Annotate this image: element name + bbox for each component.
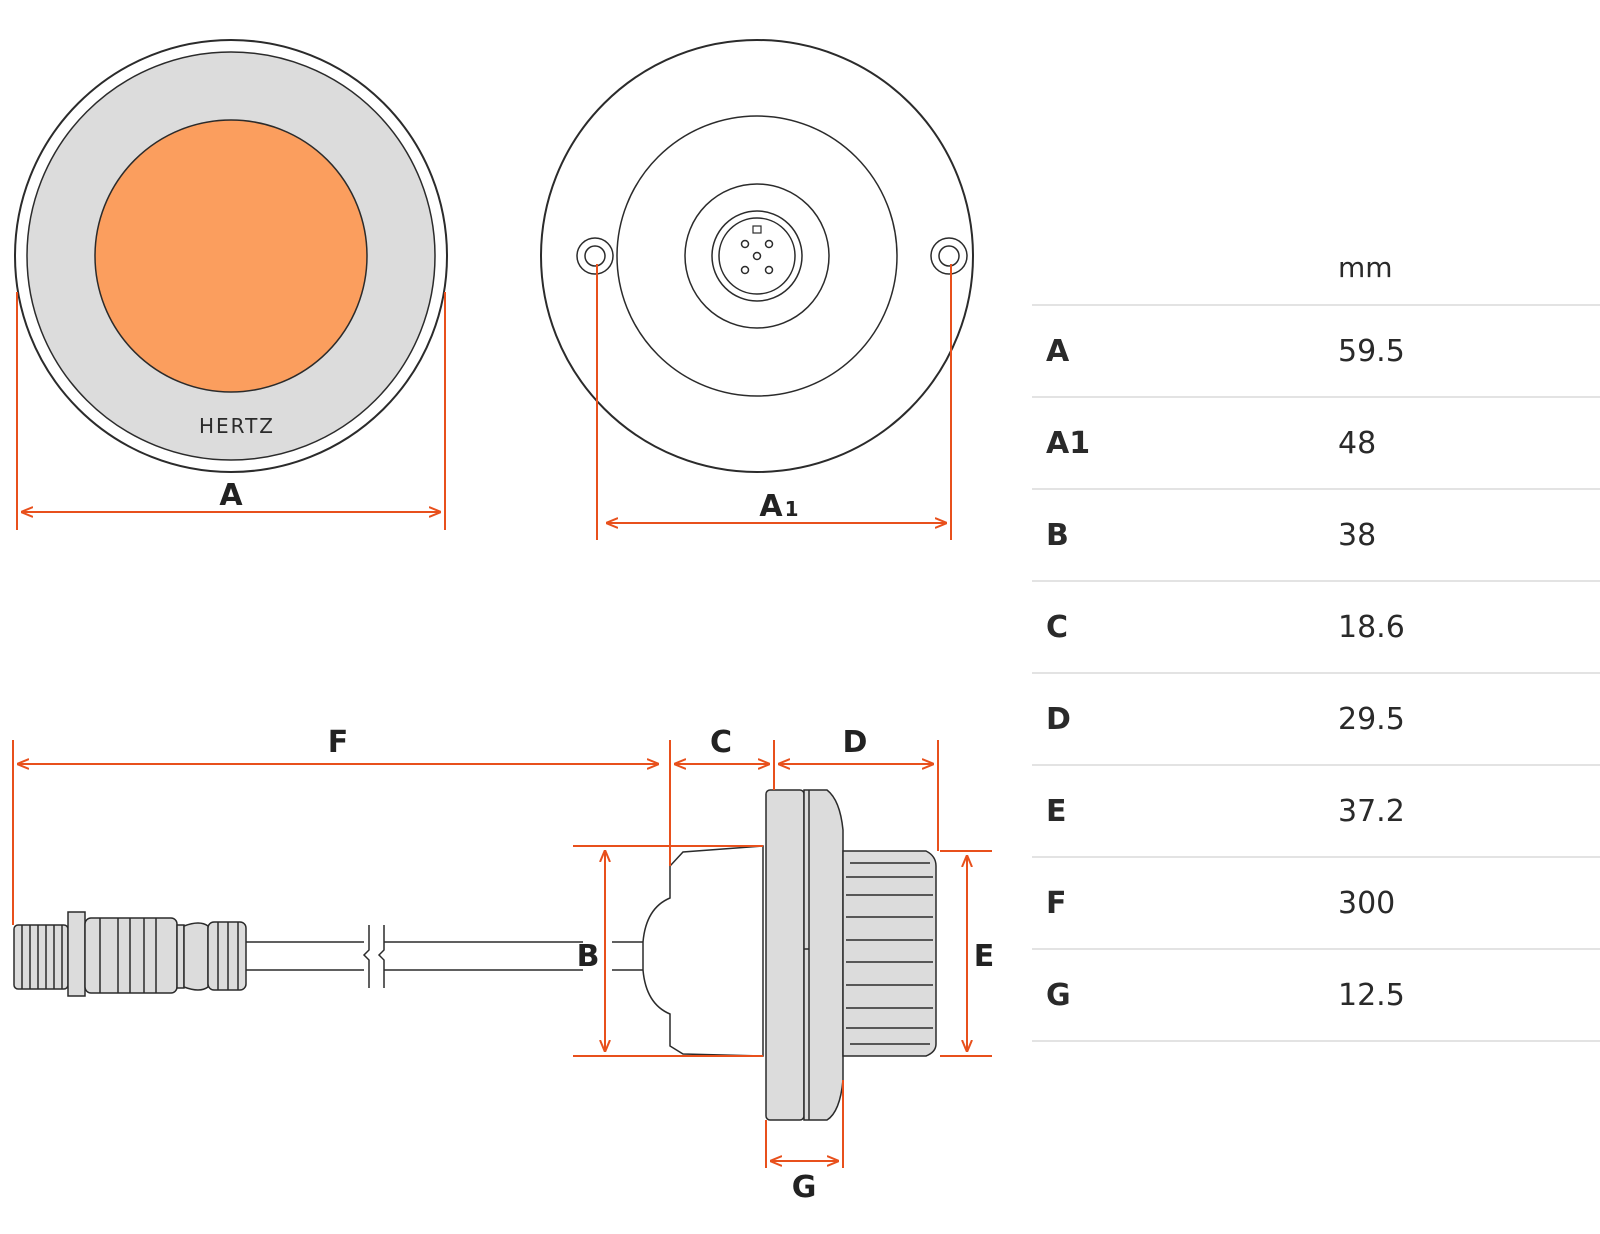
spec-label: E — [1046, 793, 1067, 829]
spec-row-g: G 12.5 — [1032, 950, 1600, 1042]
cable-connector — [13, 911, 247, 997]
spec-label: D — [1046, 701, 1071, 737]
spec-value: 29.5 — [1338, 701, 1405, 737]
dimension-e: E — [940, 850, 995, 1057]
speaker-cone — [94, 119, 368, 393]
dimension-label-a1-sub: 1 — [785, 497, 799, 521]
mounting-flange — [765, 789, 805, 1121]
dimension-g: G — [765, 1080, 844, 1205]
dimension-label-g: G — [792, 1170, 817, 1205]
spec-table: mm A 59.5 A1 48 B 38 C 18.6 D 29.5 E 37.… — [1032, 230, 1600, 1042]
spec-row-d: D 29.5 — [1032, 674, 1600, 766]
dimension-f: F — [12, 725, 658, 925]
side-view — [13, 789, 937, 1121]
brand-logo: HERTZ — [199, 414, 275, 438]
spec-value: 12.5 — [1338, 977, 1405, 1013]
dimension-label-c: C — [710, 725, 732, 760]
dimension-a: A — [16, 292, 446, 530]
dimension-label-e: E — [974, 939, 995, 974]
front-bezel — [803, 789, 844, 1121]
dimension-label-d: D — [843, 725, 868, 760]
dimension-b: B — [573, 845, 763, 1057]
spec-value: 18.6 — [1338, 609, 1405, 645]
spec-value: 38 — [1338, 517, 1377, 553]
dimension-c: C — [669, 725, 769, 866]
spec-value: 37.2 — [1338, 793, 1405, 829]
mounting-hole-left — [576, 237, 614, 275]
front-view: HERTZ — [14, 39, 448, 473]
connector-pins — [740, 239, 774, 275]
dimension-label-f: F — [328, 725, 349, 760]
mounting-hole-right — [930, 237, 968, 275]
front-grille — [842, 850, 937, 1057]
dimension-label-b: B — [577, 939, 600, 974]
dimension-d: D — [773, 725, 939, 851]
spec-label: B — [1046, 517, 1069, 553]
spec-row-f: F 300 — [1032, 858, 1600, 950]
spec-table-header: mm — [1032, 230, 1600, 306]
spec-label: A1 — [1046, 425, 1091, 461]
rear-view — [540, 39, 974, 473]
spec-row-a: A 59.5 — [1032, 306, 1600, 398]
spec-row-a1: A1 48 — [1032, 398, 1600, 490]
spec-value: 48 — [1338, 425, 1377, 461]
rear-housing — [642, 845, 764, 1057]
spec-label: G — [1046, 977, 1071, 1013]
spec-row-c: C 18.6 — [1032, 582, 1600, 674]
spec-label: A — [1046, 333, 1070, 369]
dimension-label-a: A — [219, 478, 243, 513]
spec-label: F — [1046, 885, 1067, 921]
spec-value: 59.5 — [1338, 333, 1405, 369]
dimension-label-a1-main: A — [759, 489, 783, 524]
spec-value: 300 — [1338, 885, 1396, 921]
spec-row-e: E 37.2 — [1032, 766, 1600, 858]
unit-header: mm — [1338, 250, 1393, 284]
spec-label: C — [1046, 609, 1069, 645]
spec-row-b: B 38 — [1032, 490, 1600, 582]
cable — [246, 925, 643, 988]
